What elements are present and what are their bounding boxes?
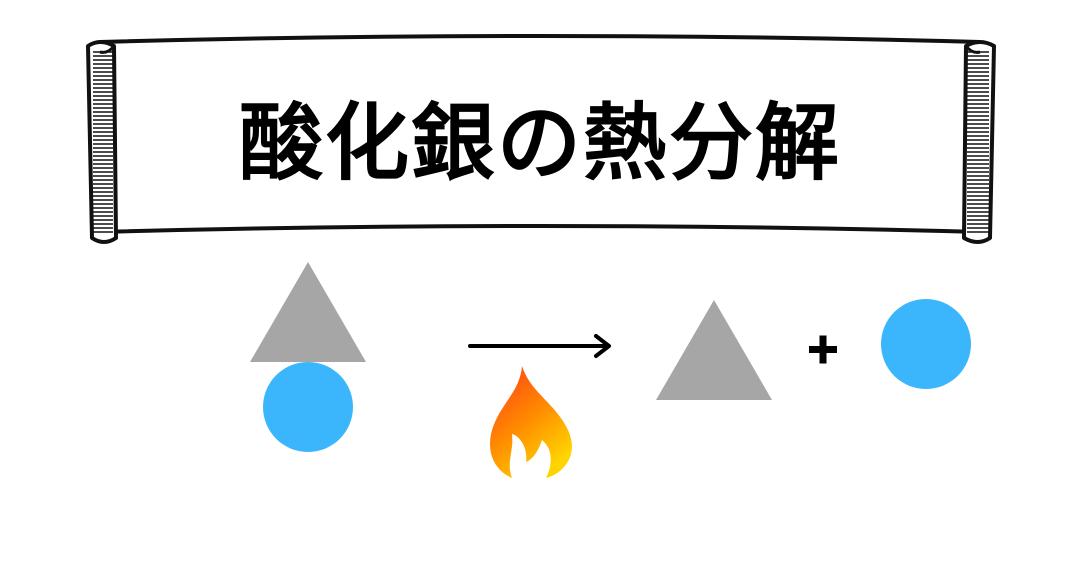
plus-sign bbox=[809, 335, 837, 364]
scroll-ribbon-icon bbox=[86, 34, 996, 244]
reactant-silver-oxide bbox=[250, 262, 366, 452]
flame-icon bbox=[490, 366, 572, 478]
reactant-triangle bbox=[250, 262, 366, 362]
reaction-arrow bbox=[468, 334, 611, 358]
title-banner: 酸化銀の熱分解 bbox=[0, 0, 1080, 260]
product-triangle bbox=[656, 300, 772, 400]
reaction-diagram bbox=[250, 262, 971, 478]
page-title: 酸化銀の熱分解 bbox=[238, 94, 841, 192]
product-circle bbox=[881, 299, 971, 389]
reactant-circle bbox=[263, 362, 353, 452]
